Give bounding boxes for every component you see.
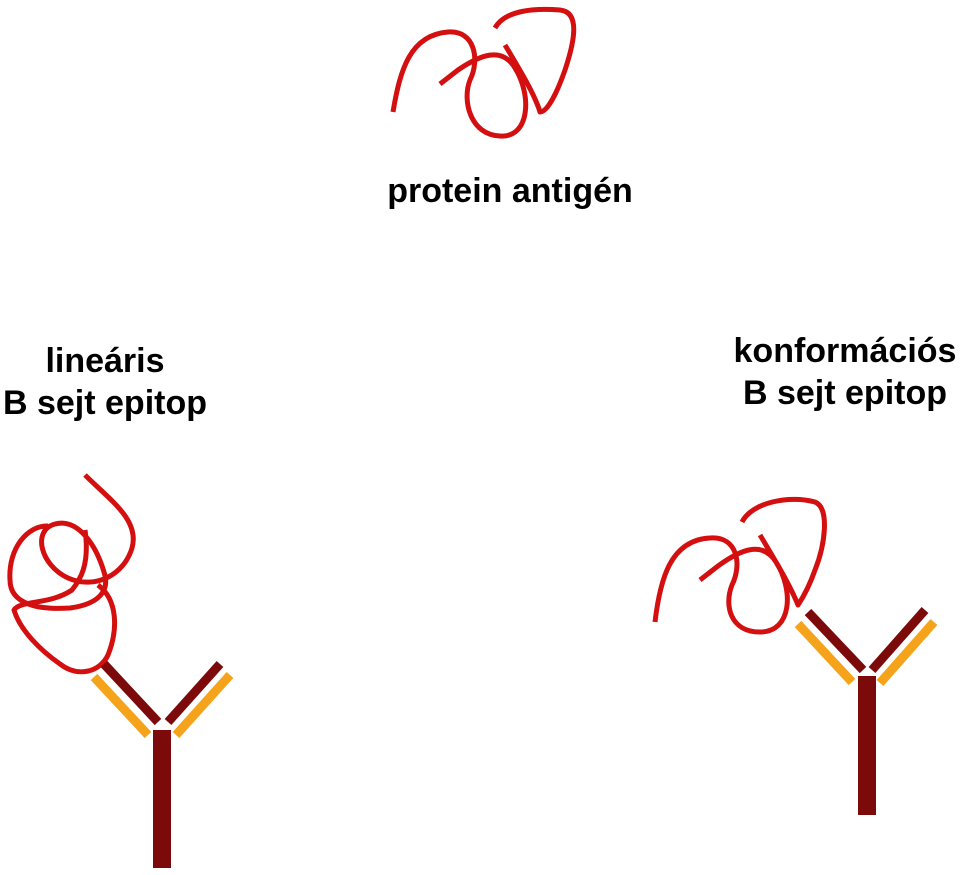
heavy-chain-arm-left xyxy=(100,660,162,726)
conformational-epitope-group xyxy=(652,496,938,815)
conformational-epitope-line2: B sejt epitop xyxy=(742,374,948,412)
antigen-strand-top xyxy=(390,6,577,139)
heavy-chain-arm-right xyxy=(164,660,224,726)
protein-antigen-top xyxy=(390,6,577,139)
antibody-conformational xyxy=(794,607,938,815)
conformational-epitope-line1: konformációs xyxy=(733,332,957,370)
light-chain-arm-right xyxy=(876,619,938,686)
antigen-strand-linear xyxy=(7,473,136,675)
conformational-epitope-label: konformációs B sejt epitop xyxy=(715,330,960,414)
linear-epitope-label: lineáris B sejt epitop xyxy=(0,340,250,424)
heavy-chain-arm-right xyxy=(868,607,929,673)
antigen-strand-conformational xyxy=(652,496,827,635)
antibody-linear xyxy=(90,660,234,868)
linear-epitope-group xyxy=(7,473,234,868)
linear-epitope-line1: lineáris xyxy=(45,342,165,380)
linear-epitope-line2: B sejt epitop xyxy=(2,384,208,422)
protein-antigen-text: protein antigén xyxy=(387,172,633,210)
light-chain-arm-right xyxy=(172,671,234,739)
light-chain-arm-left xyxy=(794,620,856,686)
heavy-chain-arm-left xyxy=(804,608,867,674)
protein-antigen-label: protein antigén xyxy=(370,170,650,212)
light-chain-arm-left xyxy=(90,673,152,739)
